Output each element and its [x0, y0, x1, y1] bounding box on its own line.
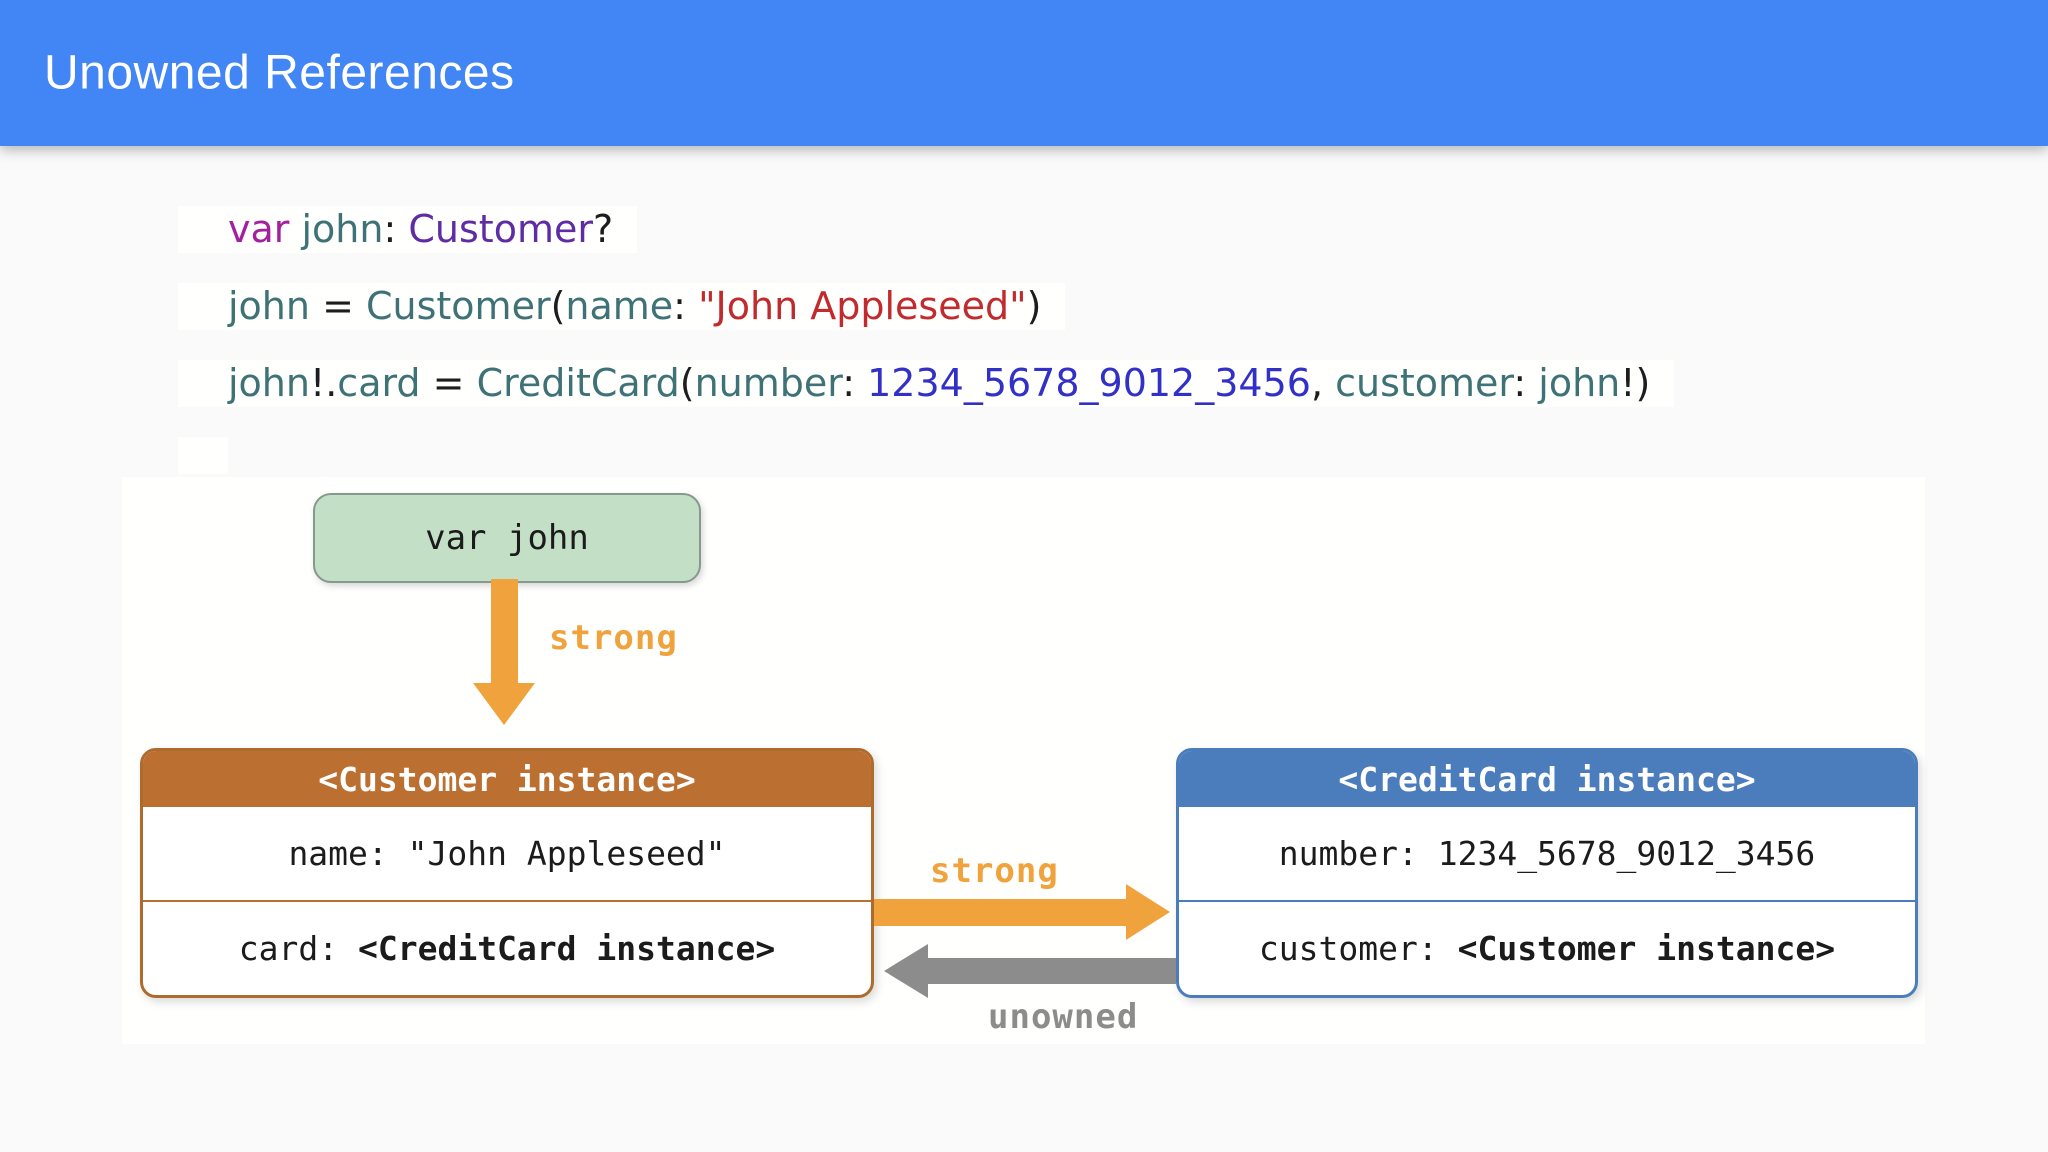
number-row-value: 1234_5678_9012_3456 — [1437, 834, 1816, 873]
customer-row-label: customer: — [1258, 929, 1458, 968]
unowned-arrow-left-shaft — [928, 958, 1176, 984]
code-token: ? — [592, 207, 614, 251]
code-token: john — [228, 284, 310, 328]
strong-label-vertical: strong — [549, 618, 678, 658]
var-john-box: var john — [313, 493, 701, 583]
customer-instance-box: <Customer instance> name: "John Applesee… — [140, 748, 874, 998]
unowned-arrow-left-head — [884, 944, 928, 998]
code-token: customer — [1335, 361, 1514, 405]
customer-row-value: <Customer instance> — [1457, 929, 1836, 968]
code-token: "John Appleseed" — [698, 284, 1027, 328]
code-token — [289, 207, 301, 251]
code-token: var — [228, 207, 290, 251]
code-token: ) — [1026, 284, 1042, 328]
diagram-panel: var john strong <Customer instance> name… — [122, 477, 1925, 1044]
creditcard-instance-box: <CreditCard instance> number: 1234_5678_… — [1176, 748, 1918, 998]
unowned-label: unowned — [988, 997, 1139, 1037]
code-token: number — [694, 361, 843, 405]
strong-arrow-down-head — [473, 683, 535, 725]
code-token: Customer — [408, 207, 593, 251]
card-row-label: card: — [238, 929, 358, 968]
var-john-label: var john — [425, 518, 589, 558]
code-token: : — [673, 284, 699, 328]
code-token: , — [1310, 361, 1336, 405]
creditcard-number-row: number: 1234_5678_9012_3456 — [1179, 807, 1915, 900]
code-token: : — [1513, 361, 1539, 405]
name-row-value: "John Appleseed" — [407, 834, 726, 873]
code-token: name — [565, 284, 674, 328]
code-line: john = Customer(name: "John Appleseed") — [178, 283, 1066, 330]
code-line-empty — [178, 437, 228, 474]
strong-label-horizontal: strong — [930, 851, 1059, 891]
code-token: john — [228, 361, 310, 405]
code-token: !) — [1620, 361, 1651, 405]
code-token: card — [337, 361, 421, 405]
code-line: var john: Customer? — [178, 206, 638, 253]
code-token: : — [842, 361, 868, 405]
creditcard-box-title: <CreditCard instance> — [1179, 751, 1915, 807]
name-row-label: name: — [288, 834, 408, 873]
code-token: ( — [679, 361, 695, 405]
code-token: ( — [550, 284, 566, 328]
page-title: Unowned References — [44, 46, 515, 100]
code-token: : — [383, 207, 409, 251]
strong-arrow-right-shaft — [874, 899, 1126, 926]
code-token: !. — [309, 361, 338, 405]
strong-arrow-right-head — [1126, 884, 1170, 940]
card-row-value: <CreditCard instance> — [357, 929, 776, 968]
code-token: = — [420, 361, 477, 405]
customer-card-row: card: <CreditCard instance> — [143, 900, 871, 995]
code-token: 1234_5678_9012_3456 — [867, 361, 1311, 405]
code-token: john — [301, 207, 384, 251]
code-token: CreditCard — [476, 361, 680, 405]
header-bar: Unowned References — [0, 0, 2048, 146]
code-line: john!.card = CreditCard(number: 1234_567… — [178, 360, 1675, 407]
code-token: john — [1538, 361, 1621, 405]
creditcard-customer-row: customer: <Customer instance> — [1179, 900, 1915, 995]
customer-box-title: <Customer instance> — [143, 751, 871, 807]
number-row-label: number: — [1278, 834, 1438, 873]
code-token: = — [309, 284, 366, 328]
customer-name-row: name: "John Appleseed" — [143, 807, 871, 900]
code-token: Customer — [365, 284, 551, 328]
strong-arrow-down-shaft — [491, 579, 518, 685]
